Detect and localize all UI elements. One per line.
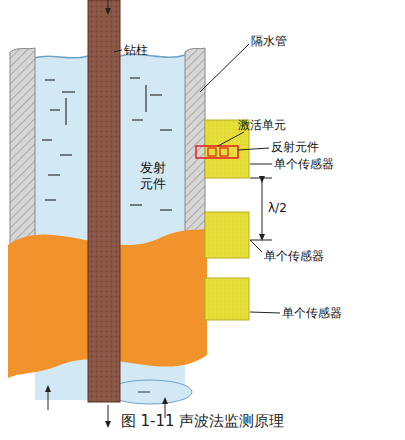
part-label: 激活单元 [238,118,286,132]
part-label: 隔水管 [251,34,287,48]
sensor-label: 单个传感器 [264,249,324,263]
sensor-label: 单个传感器 [282,306,342,320]
sensor-label: 单个传感器 [274,157,334,171]
part-label: 反射元件 [271,140,319,154]
figure-caption: 图 1-11 声波法监测原理 [0,412,405,431]
dimension-label: λ/2 [266,201,289,215]
part-label: 发射元件 [140,160,166,191]
part-label: 钻柱 [124,43,148,57]
